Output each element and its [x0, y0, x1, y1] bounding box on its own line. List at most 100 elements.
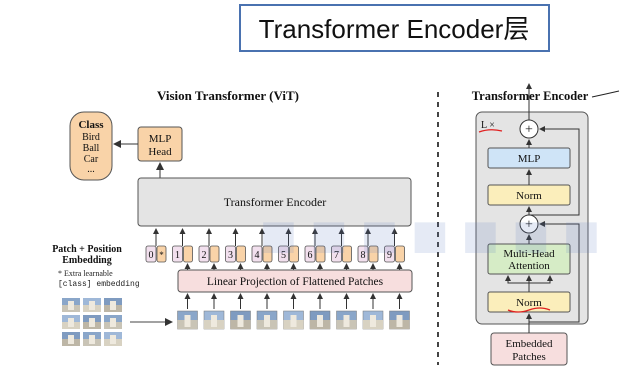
position-embedding-1: [172, 245, 183, 263]
position-label-6: 6: [308, 250, 313, 261]
mlp-head-box: MLP Head: [137, 126, 183, 162]
token-4: 4: [251, 228, 273, 309]
position-embedding-3: [225, 245, 236, 263]
transformer-encoder-box: Transformer Encoder: [137, 177, 412, 227]
source-image-grid: [62, 298, 122, 346]
source-patch-0-1: [83, 298, 101, 312]
flattened-patch-7: [336, 310, 357, 330]
patch-embedding-1: [183, 245, 193, 263]
position-embedding-8: [357, 245, 369, 263]
flattened-patch-5: [283, 310, 304, 330]
token-1: 1: [172, 228, 193, 309]
encoder-block-title: Transformer Encoder: [472, 89, 589, 103]
norm-annotation-underline: [507, 307, 551, 313]
flattened-patch-1: [177, 310, 198, 330]
token-2: 2: [198, 228, 220, 309]
title-annotation-stroke: [591, 90, 620, 98]
position-embedding-4: [251, 245, 263, 263]
attention-line1: Multi-Head: [503, 248, 555, 260]
extra-note-line1: * Extra learnable: [58, 269, 113, 278]
embedded-patches-box: Embedded Patches: [490, 332, 568, 366]
position-label-4: 4: [255, 250, 260, 261]
position-label-9: 9: [387, 250, 392, 261]
position-label-0: 0: [149, 250, 154, 261]
position-embedding-2: [198, 245, 210, 263]
source-patch-2-1: [83, 332, 101, 346]
norm-top-label: Norm: [516, 190, 542, 202]
watermark: ■ ■ ■ ■ ■ ■ ■: [260, 212, 601, 258]
patch-embedding-9: [395, 245, 405, 263]
patch-embedding-5: [289, 245, 299, 263]
encoder-flow-arrows: [505, 83, 580, 333]
class-item-ball: Ball: [83, 143, 100, 154]
patch-embedding-label-line2: Embedding: [62, 255, 111, 266]
mlp-head-line1: MLP: [149, 133, 172, 145]
slide-title: Transformer Encoder层: [259, 14, 530, 44]
embedded-patches-line1: Embedded: [505, 338, 553, 350]
class-item-more: ...: [87, 164, 95, 175]
class-output-box: Class Bird Ball Car ...: [69, 111, 113, 181]
token-7: 7: [331, 228, 352, 309]
add-symbol-middle: +: [525, 218, 533, 233]
patch-embedding-3: [236, 245, 246, 263]
patch-embedding-6: [315, 245, 326, 263]
class-item-car: Car: [84, 154, 99, 165]
extra-note-line2: [class] embedding: [58, 280, 140, 289]
flattened-patch-row: [177, 310, 410, 330]
token-8: 8: [357, 228, 379, 309]
source-patch-1-1: [83, 315, 101, 329]
slide-title-box: Transformer Encoder层: [239, 4, 550, 52]
source-patch-0-2: [104, 298, 122, 312]
position-embedding-9: [384, 245, 395, 263]
token-6: 6: [304, 228, 326, 309]
position-label-3: 3: [228, 250, 233, 261]
position-label-5: 5: [281, 250, 286, 261]
class-heading: Class: [78, 119, 104, 131]
encoder-mlp-label: MLP: [518, 153, 541, 165]
position-embedding-7: [331, 245, 342, 263]
patch-embedding-0: [156, 245, 167, 263]
patch-embedding-label-line1: Patch + Position: [52, 244, 122, 255]
flattened-patch-2: [203, 310, 225, 330]
token-5: 5: [278, 228, 299, 309]
position-label-1: 1: [175, 250, 180, 261]
norm-bottom-box: Norm: [487, 291, 571, 313]
norm-bottom-label: Norm: [516, 297, 542, 309]
linear-projection-box: Linear Projection of Flattened Patches: [177, 269, 413, 293]
class-item-bird: Bird: [82, 132, 100, 143]
source-patch-1-2: [104, 315, 122, 329]
position-label-8: 8: [361, 250, 366, 261]
norm-top-box: Norm: [487, 184, 571, 206]
source-patch-2-0: [62, 332, 80, 346]
token-3: 3: [225, 228, 246, 309]
linear-projection-label: Linear Projection of Flattened Patches: [207, 276, 384, 288]
embedded-patches-line2: Patches: [512, 351, 546, 363]
encoder-mlp-box: MLP: [487, 147, 571, 169]
flattened-patch-4: [256, 310, 278, 330]
add-symbol-top: +: [525, 123, 533, 138]
add-node-middle: +: [519, 214, 539, 234]
repeat-label: L ×: [481, 120, 495, 131]
position-embedding-6: [304, 245, 316, 263]
class-token-marker: *: [159, 250, 164, 260]
mlp-head-line2: Head: [148, 146, 172, 158]
transformer-encoder-label: Transformer Encoder: [224, 195, 327, 209]
position-embedding-5: [278, 245, 289, 263]
attention-line2: Attention: [508, 260, 550, 272]
flattened-patch-8: [362, 310, 384, 330]
source-patch-2-2: [104, 332, 122, 346]
position-label-2: 2: [202, 250, 207, 261]
patch-embedding-4: [262, 245, 273, 263]
token-9: 9: [384, 228, 405, 309]
position-label-7: 7: [334, 250, 339, 261]
add-node-top: +: [519, 119, 539, 139]
token-0: 0*: [145, 228, 167, 263]
patch-embedding-7: [342, 245, 352, 263]
source-patch-0-0: [62, 298, 80, 312]
flattened-patch-9: [389, 310, 410, 330]
vit-title: Vision Transformer (ViT): [157, 88, 299, 103]
patch-embedding-8: [368, 245, 379, 263]
